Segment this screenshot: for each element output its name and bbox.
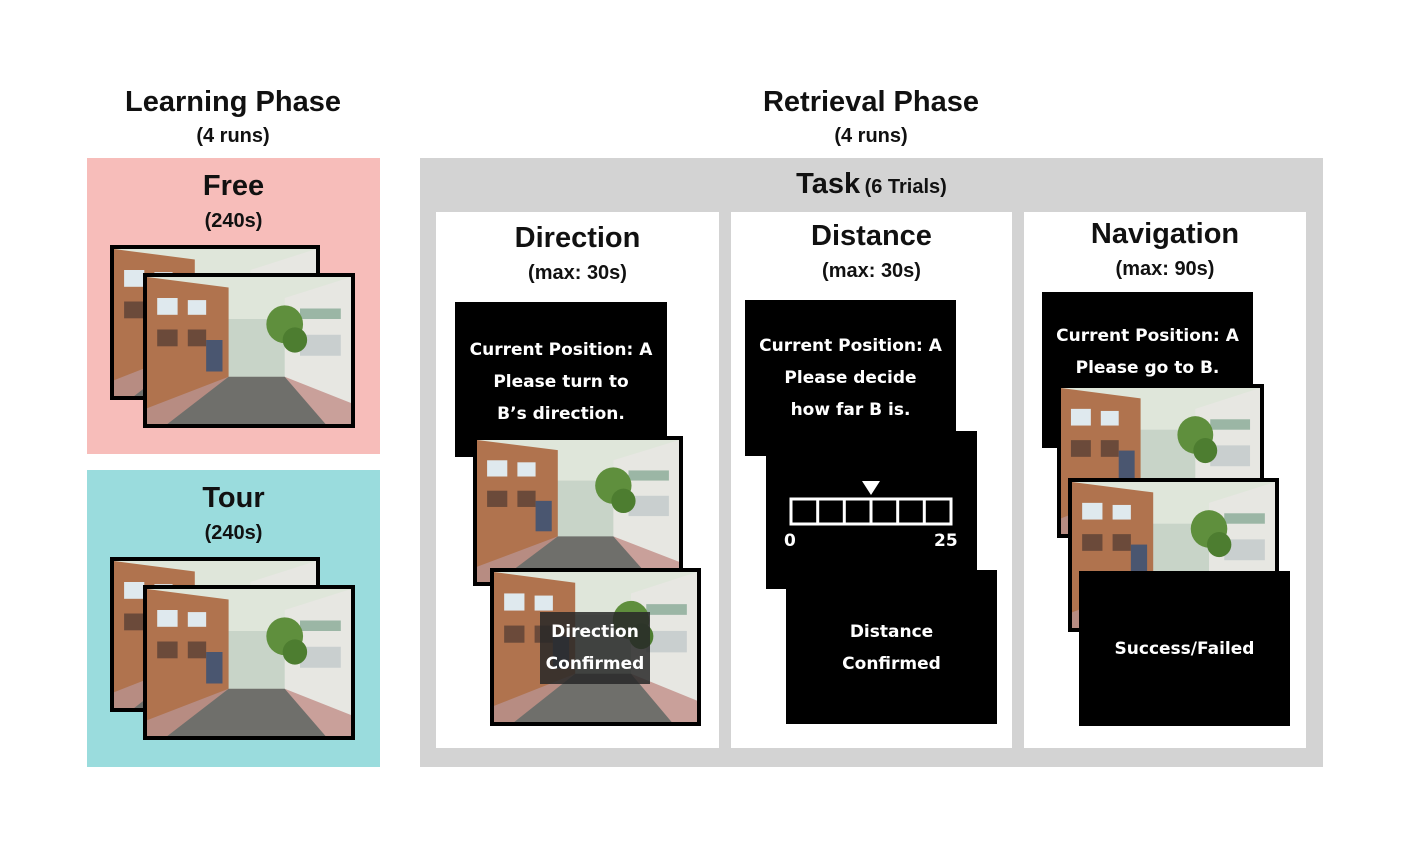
navigation-prompt-line: Current Position: A [1056, 326, 1239, 346]
navigation-title: Navigation [1090, 218, 1240, 250]
free-panel: Free (240s) [87, 158, 380, 454]
distance-prompt-line: Please decide [784, 368, 917, 388]
task-heading: Task (6 Trials) [420, 168, 1323, 201]
distance-prompt-line: Current Position: A [759, 336, 942, 356]
distance-scale-screen: 0 25 [766, 431, 977, 589]
distance-scale [789, 481, 953, 526]
task-label: Task [796, 168, 861, 200]
distance-scale-marker [862, 481, 880, 495]
direction-prompt-screen: Current Position: A Please turn to B’s d… [455, 302, 667, 457]
navigation-result: Success/Failed [1114, 639, 1255, 659]
direction-prompt-line: Please turn to [493, 372, 629, 392]
distance-scale-max: 25 [934, 531, 958, 551]
navigation-card: Navigation (max: 90s) Current Position: … [1024, 212, 1306, 748]
tour-label: Tour [202, 482, 265, 514]
distance-card: Distance (max: 30s) Current Position: A … [731, 212, 1012, 748]
navigation-prompt-line: Please go to B. [1075, 358, 1220, 378]
tour-panel: Tour (240s) [87, 470, 380, 767]
distance-confirm-line: Distance [849, 622, 934, 642]
distance-prompt-screen: Current Position: A Please decide how fa… [745, 300, 956, 456]
direction-confirm-scene: Direction Confirmed [490, 568, 701, 726]
distance-prompt-line: how far B is. [790, 400, 911, 420]
direction-prompt-line: Current Position: A [469, 340, 653, 360]
task-box: Task (6 Trials) Direction (max: 30s) Cur… [420, 158, 1323, 767]
direction-max: (max: 30s) [528, 262, 627, 284]
navigation-result-screen: Success/Failed [1079, 571, 1290, 726]
free-label: Free [202, 170, 265, 202]
retrieval-phase-runs: (4 runs) [834, 125, 908, 147]
tour-scene-front [143, 585, 355, 740]
tour-duration: (240s) [204, 522, 263, 544]
distance-confirm-line: Confirmed [842, 654, 941, 674]
direction-confirm-line: Confirmed [545, 654, 645, 674]
direction-card: Direction (max: 30s) Current Position: A… [436, 212, 719, 748]
navigation-max: (max: 90s) [1115, 258, 1215, 280]
direction-prompt-line: B’s direction. [497, 404, 625, 424]
direction-confirm-line: Direction [551, 622, 639, 642]
direction-scene [473, 436, 683, 586]
distance-scale-min: 0 [784, 531, 796, 551]
retrieval-phase-title: Retrieval Phase [762, 86, 979, 118]
learning-phase-title: Learning Phase [125, 86, 341, 118]
direction-confirm-label: Direction Confirmed [540, 612, 650, 684]
free-duration: (240s) [204, 210, 263, 232]
free-scene-front [143, 273, 355, 428]
learning-phase-runs: (4 runs) [196, 125, 270, 147]
distance-max: (max: 30s) [822, 260, 921, 282]
distance-title: Distance [811, 220, 932, 252]
direction-title: Direction [514, 222, 641, 254]
task-trials: (6 Trials) [864, 176, 947, 198]
distance-confirm-screen: Distance Confirmed [786, 570, 997, 724]
